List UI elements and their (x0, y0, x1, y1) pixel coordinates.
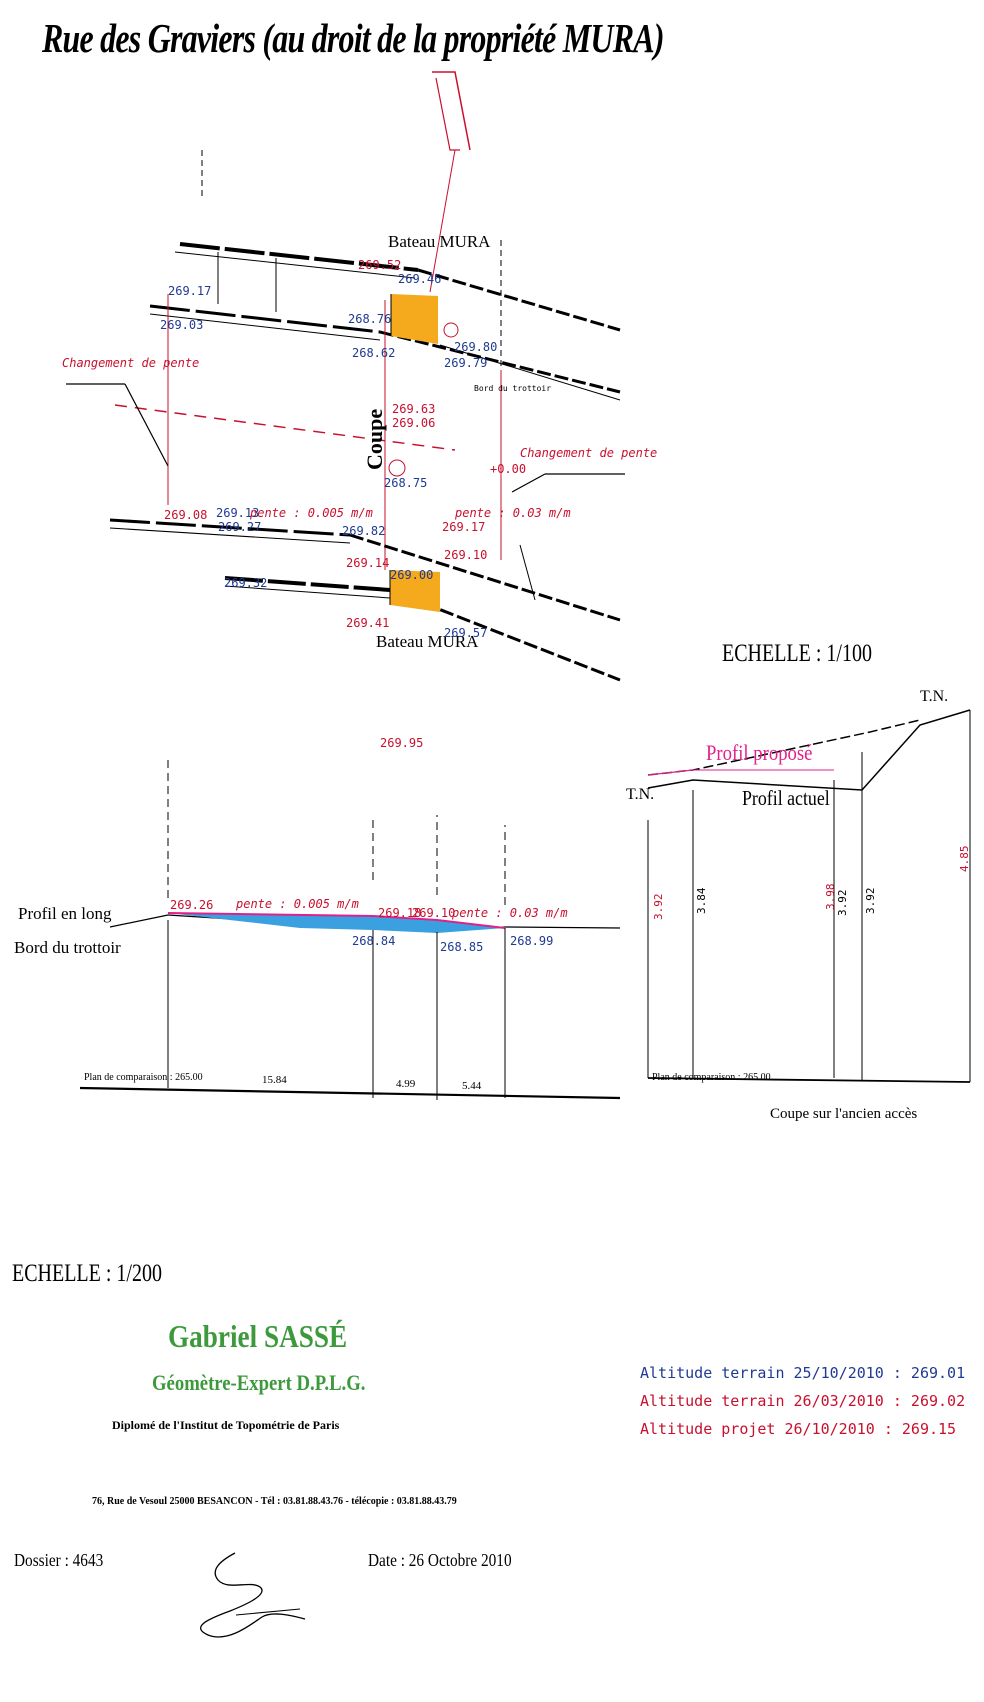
tn-left-label: T.N. (626, 786, 655, 803)
spot-blue: 269.03 (160, 318, 204, 332)
firm-diploma: Diplomé de l'Institut de Topométrie de P… (112, 1418, 340, 1432)
spot-red: 269.10 (444, 548, 488, 562)
spot-blue: 269.00 (390, 568, 434, 582)
firm-name: Gabriel SASSÉ (168, 1318, 348, 1354)
spot-blue: 268.75 (384, 476, 428, 490)
spot-red: 269.52 (358, 258, 402, 272)
echelle-coupe: ECHELLE : 1/100 (722, 640, 872, 667)
legend-terrain-2010-03: Altitude terrain 26/03/2010 : 269.02 (640, 1392, 966, 1410)
plan-comparaison-left: Plan de comparaison : 265.00 (84, 1072, 203, 1083)
echelle-main: ECHELLE : 1/200 (12, 1260, 162, 1287)
bateau-label-bottom: Bateau MURA (376, 632, 479, 651)
changement-pente-right: Changement de pente (520, 446, 658, 460)
legend-projet: Altitude projet 26/10/2010 : 269.15 (640, 1420, 957, 1438)
coupe-height: 3.92 (836, 889, 849, 917)
spot-red: 269.06 (392, 416, 436, 430)
coupe-height: 4.85 (958, 845, 971, 873)
spot-blue: 268.62 (352, 346, 396, 360)
spot-red: 269.41 (346, 616, 390, 630)
profil-pente-2: pente : 0.03 m/m (452, 906, 568, 920)
profil-value: 269.10 (412, 906, 456, 920)
coupe-height: 3.92 (864, 887, 877, 915)
distance-1: 15.84 (262, 1074, 287, 1086)
coupe-label: Coupe (362, 408, 387, 470)
spot-blue: 268.76 (348, 312, 392, 326)
distance-2: 4.99 (396, 1078, 416, 1090)
spot-red: 269.14 (346, 556, 390, 570)
bord-trottoir-label: Bord du trottoir (14, 938, 121, 957)
spot-blue: 269.80 (454, 340, 498, 354)
spot-blue: 269.79 (444, 356, 488, 370)
profil-value: 268.99 (510, 934, 554, 948)
coupe-height: 3.92 (652, 893, 665, 921)
signature-image (200, 1552, 306, 1638)
zero-label: +0.00 (490, 462, 527, 476)
coupe-height: 3.84 (695, 887, 708, 915)
changement-pente-left: Changement de pente (62, 356, 200, 370)
profil-value: 269.18 (378, 906, 422, 920)
profil-pente-1: pente : 0.005 m/m (236, 897, 359, 911)
spot-red: 269.08 (164, 508, 208, 522)
spot-blue: 269.46 (398, 272, 442, 286)
spot-red: 269.63 (392, 402, 436, 416)
drawing-date: Date : 26 Octobre 2010 (368, 1550, 512, 1570)
spot-blue: 269.13 (216, 506, 260, 520)
profil-long-label: Profil en long (18, 904, 112, 923)
spot-red: 269.17 (442, 520, 486, 534)
profil-value: 268.85 (440, 940, 484, 954)
spot-blue: 269.82 (342, 524, 386, 538)
spot-blue: 269.27 (218, 520, 262, 534)
plan-pente-right: pente : 0.03 m/m (455, 506, 571, 520)
profil-actuel-label: Profil actuel (742, 786, 830, 810)
spot-blue: 269.57 (444, 626, 488, 640)
dossier-number: Dossier : 4643 (14, 1550, 104, 1570)
profil-propose-label: Profil proposé (706, 740, 813, 765)
profil-value: 269.26 (170, 898, 214, 912)
legend-terrain-2010-10: Altitude terrain 25/10/2010 : 269.01 (640, 1364, 966, 1382)
distance-3: 5.44 (462, 1080, 482, 1092)
small-note-label: Bord du trottoir (474, 384, 552, 393)
plan-comparaison-right: Plan de comparaison : 265.00 (652, 1072, 771, 1083)
profil-value: 268.84 (352, 934, 396, 948)
firm-address: 76, Rue de Vesoul 25000 BESANCON - Tél :… (92, 1496, 457, 1507)
spot-blue: 269.17 (168, 284, 212, 298)
spot-blue: 269.32 (224, 576, 268, 590)
coupe-caption: Coupe sur l'ancien accès (770, 1106, 918, 1122)
firm-title: Géomètre-Expert D.P.L.G. (152, 1370, 366, 1395)
tn-right-label: T.N. (920, 688, 949, 705)
spot-269-95: 269.95 (380, 736, 424, 750)
plan-pente-left: pente : 0.005 m/m (250, 506, 373, 520)
bateau-label-top: Bateau MURA (388, 232, 491, 251)
page-title: Rue des Graviers (au droit de la proprié… (42, 15, 664, 61)
